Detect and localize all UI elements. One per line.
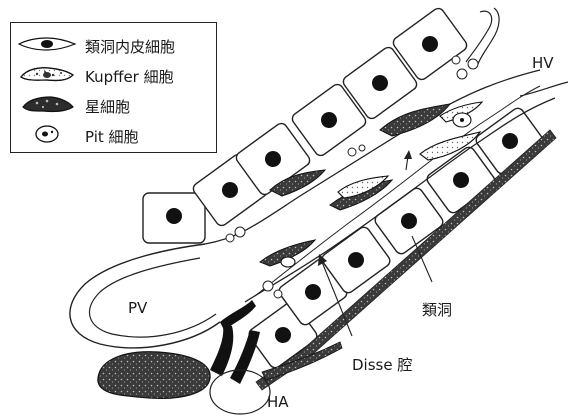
pv-label: PV xyxy=(128,301,147,316)
pit-cell-icon xyxy=(17,123,77,145)
legend-row-endothelial: 類洞内皮細胞 xyxy=(11,31,218,57)
stellate-cell xyxy=(380,104,450,136)
sinusoid-label: 類洞 xyxy=(422,303,452,318)
ha-label: HA xyxy=(267,395,289,410)
flow-arrow-head xyxy=(404,150,412,159)
hv-outflow xyxy=(520,82,568,96)
hepatic-artery-branch xyxy=(210,322,233,376)
stellate-cell-icon xyxy=(17,93,77,115)
legend-label: 星細胞 xyxy=(85,96,130,117)
legend-row-pit: Pit 細胞 xyxy=(11,121,218,147)
legend-label: Kupffer 細胞 xyxy=(85,66,174,87)
legend-label: Pit 細胞 xyxy=(85,126,139,147)
pit-cell xyxy=(281,257,295,267)
hepatocyte xyxy=(143,193,205,243)
sinusoidal-endothelial-cell-icon xyxy=(17,33,77,55)
hepatic-artery-branch xyxy=(230,330,260,384)
legend-row-stellate: 星細胞 xyxy=(11,91,218,117)
portal-vein-outline xyxy=(70,244,220,348)
hv-vessel-wall xyxy=(478,8,499,64)
legend-row-kupffer: Kupffer 細胞 xyxy=(11,61,218,87)
hepatic-artery-body xyxy=(98,352,210,399)
space-of-disse-label: Disse 腔 xyxy=(352,358,412,373)
hv-vessel-wall xyxy=(466,11,492,62)
portal-vein-outline xyxy=(90,258,216,337)
legend-label: 類洞内皮細胞 xyxy=(85,36,175,57)
hv-label: HV xyxy=(532,56,554,71)
kupffer-cell-icon xyxy=(17,63,77,85)
legend: 類洞内皮細胞 Kupffer 細胞 星細胞 Pit 細胞 xyxy=(10,22,217,153)
